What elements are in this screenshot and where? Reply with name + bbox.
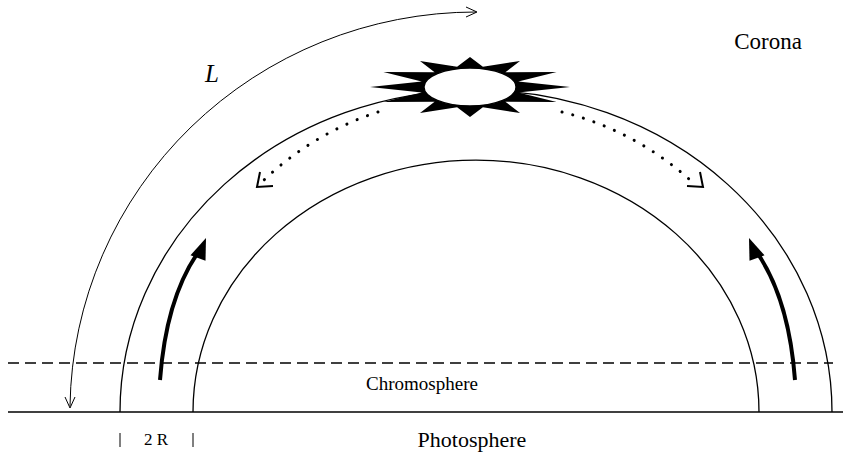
- length-arrow: [70, 12, 476, 406]
- length-label: L: [205, 60, 219, 88]
- region-label: Photosphere: [418, 428, 527, 452]
- dimension-label: 2 R: [144, 431, 168, 450]
- photosphere-line: [8, 411, 843, 412]
- flare-spikes: [370, 57, 570, 117]
- arrow-head: [749, 238, 765, 261]
- arrow-head: [257, 172, 273, 187]
- loop-inner-wall: [193, 160, 759, 412]
- chromosphere-boundary: [8, 362, 833, 363]
- upflow-arrow: [160, 254, 197, 380]
- upflow-arrow: [758, 254, 795, 380]
- arrow-head: [65, 397, 75, 408]
- arrow-head: [466, 7, 477, 17]
- width-tick: [193, 433, 194, 447]
- region-label: Corona: [734, 29, 802, 54]
- flare-core: [424, 68, 516, 106]
- dotted-flow: [562, 112, 690, 180]
- loop-outer-wall: [120, 90, 832, 412]
- arrow-head: [687, 172, 703, 187]
- width-tick: [120, 433, 121, 447]
- region-label: Chromosphere: [366, 374, 478, 395]
- dotted-flow: [264, 112, 378, 180]
- arrow-head: [191, 238, 207, 261]
